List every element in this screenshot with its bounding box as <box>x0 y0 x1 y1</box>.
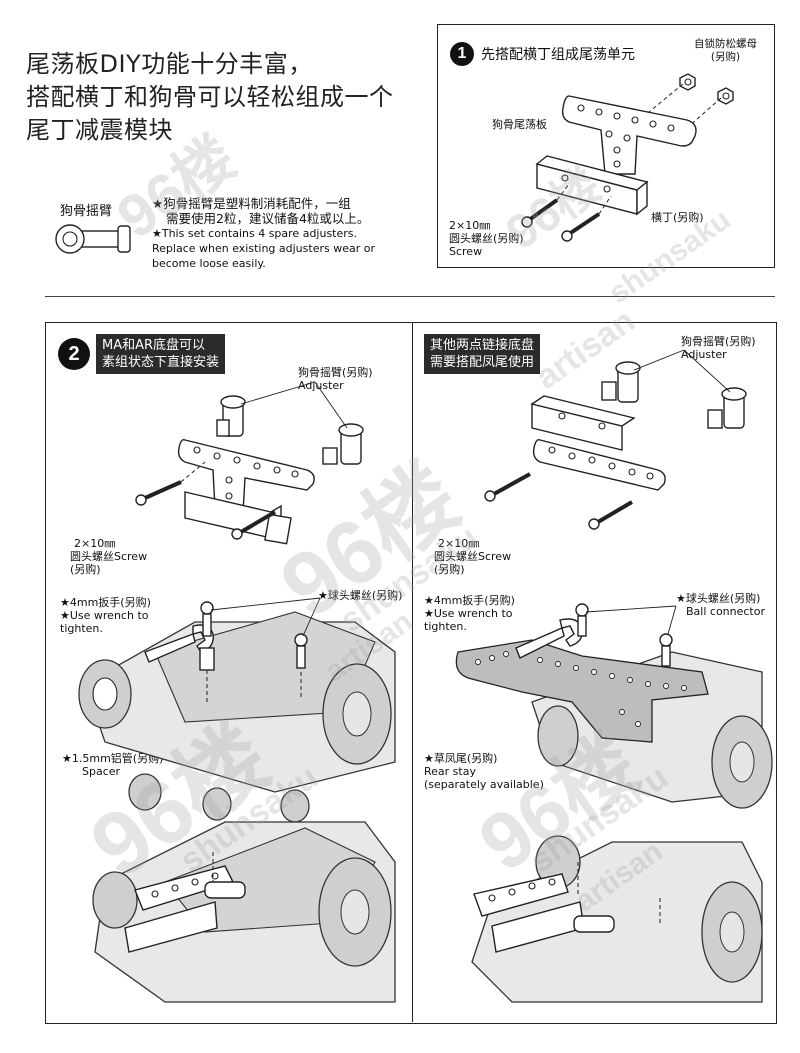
step2-left-adjuster-label: 狗骨摇臂(另购) Adjuster <box>298 366 373 392</box>
step2-number-badge: 2 <box>58 338 90 370</box>
ball-connector-icon <box>200 601 214 637</box>
step1-nut-label-sep: (另购) <box>710 51 741 63</box>
lock-nut-icon <box>717 87 734 105</box>
step1-screw-label: 2×10㎜ 圆头螺丝(另购) Screw <box>449 219 524 258</box>
adjuster-note-cn-2: 需要使用2粒，建议储备4粒或以上。 <box>166 211 370 226</box>
step2-column-divider <box>412 322 413 1022</box>
intro-line-3: 尾丁减震模块 <box>26 116 173 144</box>
step2-left-adjuster-en: Adjuster <box>298 379 344 392</box>
screw-icon <box>561 212 601 242</box>
step2-left-tag-line2: 素组状态下直接安装 <box>102 355 220 370</box>
step2-left-wrench-note: ★4mm扳手(另购) ★Use wrench to tighten. <box>60 596 151 635</box>
step2-left-diagram <box>78 381 396 1003</box>
adjuster-icon <box>707 387 747 429</box>
adjuster-note-cn-1: ★狗骨摇臂是塑料制消耗配件，一组 <box>152 196 351 211</box>
step1-nut-label: 自锁防松螺母 (另购) <box>694 38 757 64</box>
adjuster-icon <box>601 361 641 403</box>
dogbone-plate <box>561 95 697 175</box>
adjuster-note-en-3: become loose easily. <box>152 257 266 270</box>
ball-connector-icon <box>294 633 308 669</box>
step2-left-tag-line1: MA和AR底盘可以 <box>102 338 206 353</box>
section-divider <box>45 296 775 297</box>
adjuster-note-en-1: ★This set contains 4 spare adjusters. <box>152 227 358 240</box>
ball-connector-icon <box>575 603 589 637</box>
step2-right-wrench-note: ★4mm扳手(另购) ★Use wrench to tighten. <box>424 594 515 633</box>
step2-left-wrench-en2: tighten. <box>60 622 103 635</box>
intro-line-2: 搭配横丁和狗骨可以轻松组成一个 <box>26 83 394 111</box>
screw-icon <box>588 500 634 530</box>
step1-number-badge: 1 <box>450 42 474 66</box>
step2-panel <box>45 322 777 1024</box>
step2-right-stay-en2: (separately available) <box>424 778 544 791</box>
step2-right-stay-en1: Rear stay <box>424 765 476 778</box>
step2-left-screw-label: 2×10㎜ 圆头螺丝Screw (另购) <box>70 537 147 576</box>
adjuster-note-en-2: Replace when existing adjusters wear or <box>152 242 375 255</box>
step2-left-adjuster-cn: 狗骨摇臂(另购) <box>298 366 373 379</box>
step2-right-diagram <box>455 349 773 1003</box>
step2-right-ball-label: ★球头螺丝(另购) Ball connector <box>676 592 765 618</box>
step2-left-wrench-en1: ★Use wrench to <box>60 609 149 622</box>
step2-right-tag-line1: 其他两点链接底盘 <box>430 338 535 353</box>
step2-right-ball-en: Ball connector <box>686 605 765 618</box>
adjuster-note: ★狗骨摇臂是塑料制消耗配件，一组 需要使用2粒，建议储备4粒或以上。 ★This… <box>152 196 375 271</box>
step1-screw-size: 2×10㎜ <box>449 219 491 232</box>
step2-right-ball-cn: ★球头螺丝(另购) <box>676 592 761 605</box>
lock-nut-icon <box>679 73 696 91</box>
step2-right-wrench-en2: tighten. <box>424 620 467 633</box>
step1-title: 先搭配横丁组成尾荡单元 <box>481 47 635 63</box>
step2-right-screw-cn: 圆头螺丝Screw <box>434 550 512 563</box>
step2-right-tag-line2: 需要搭配凤尾使用 <box>430 355 535 370</box>
step2-left-screw-cn: 圆头螺丝Screw <box>70 550 148 563</box>
adjuster-part-illustration <box>55 224 131 254</box>
step2-left-wrench-cn: ★4mm扳手(另购) <box>60 596 151 609</box>
step2-left-screw-size: 2×10㎜ <box>74 537 116 550</box>
step2-left-spacer-en: Spacer <box>82 765 121 778</box>
step2-right-screw-label: 2×10㎜ 圆头螺丝Screw (另购) <box>434 537 511 576</box>
ball-connector-icon <box>659 633 673 667</box>
step2-left-screw-sep: (另购) <box>70 563 101 576</box>
step1-screw-en: Screw <box>449 245 483 258</box>
step1-nut-label-cn: 自锁防松螺母 <box>694 38 757 50</box>
screw-icon <box>484 472 531 502</box>
screw-icon <box>521 198 559 228</box>
step2-right-wrench-cn: ★4mm扳手(另购) <box>424 594 515 607</box>
step2-right-screw-size: 2×10㎜ <box>438 537 480 550</box>
step1-plate-label: 狗骨尾荡板 <box>492 118 547 131</box>
dogbone-plate <box>532 438 666 491</box>
step1-diagram <box>521 73 734 242</box>
step2-left-tag: MA和AR底盘可以 素组状态下直接安装 <box>96 334 226 374</box>
screw-icon <box>135 480 182 506</box>
step2-right-adjuster-cn: 狗骨摇臂(另购) <box>681 335 756 348</box>
step2-right-stay-cn: ★草凤尾(另购) <box>424 752 498 765</box>
adjuster-icon <box>216 395 246 437</box>
step2-right-screw-sep: (另购) <box>434 563 465 576</box>
adjuster-icon <box>322 423 364 465</box>
intro-text: 尾荡板DIY功能十分丰富， 搭配横丁和狗骨可以轻松组成一个 尾丁减震模块 <box>26 48 394 147</box>
step2-right-wrench-en1: ★Use wrench to <box>424 607 513 620</box>
step2-left-spacer-label: ★1.5mm铝管(另购) Spacer <box>62 752 163 778</box>
step1-panel <box>437 24 775 268</box>
adjuster-part-label: 狗骨摇臂 <box>60 204 113 219</box>
step2-left-ball-label: ★球头螺丝(另购) <box>318 589 403 602</box>
step2-right-stay-label: ★草凤尾(另购) Rear stay (separately available… <box>424 752 544 791</box>
screw-icon <box>231 510 277 540</box>
step1-bar-label: 横丁(另购) <box>651 211 704 224</box>
step1-screw-cn: 圆头螺丝(另购) <box>449 232 524 245</box>
dogbone-plate <box>177 438 315 513</box>
rear-stay-plate <box>455 639 709 743</box>
step2-left-spacer-cn: ★1.5mm铝管(另购) <box>62 752 164 765</box>
intro-line-1: 尾荡板DIY功能十分丰富， <box>26 50 313 78</box>
step2-right-tag: 其他两点链接底盘 需要搭配凤尾使用 <box>424 334 541 374</box>
